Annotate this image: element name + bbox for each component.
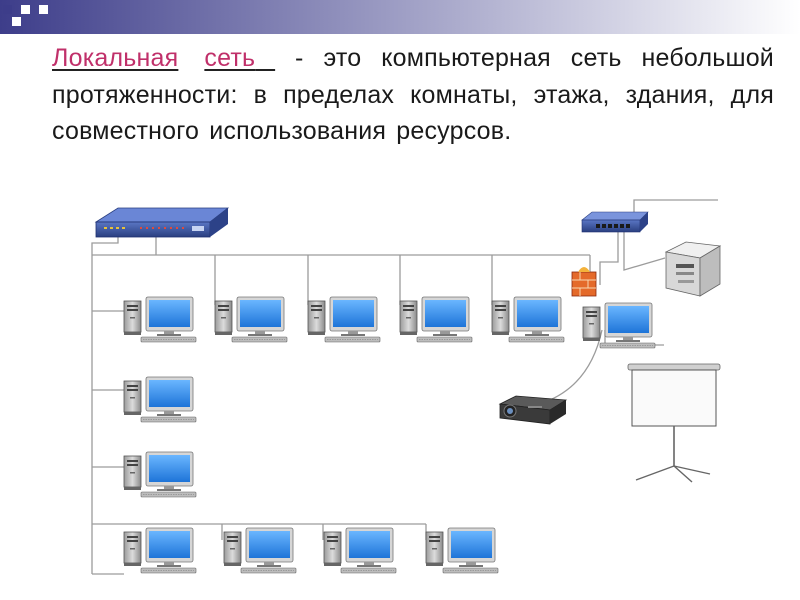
workstation-icon [123,451,197,498]
term-local-network: Локальная сеть [52,44,275,72]
printer-icon [664,241,722,297]
cable [91,237,119,255]
workstation-icon [491,296,565,343]
workstation-icon [214,296,288,343]
header-gradient-bar [0,0,800,34]
term-word-2: сеть [204,44,256,72]
definition-dash: - [275,44,324,72]
firewall-icon [571,267,597,297]
cable [623,232,666,271]
corner-square-dark [3,5,12,14]
slide-header-decoration [0,0,800,34]
cable [544,329,603,403]
definition-body: это компьютерная сеть небольшой протяжен… [52,44,774,145]
term-word-1: Локальная [52,44,179,72]
definition-text: Локальная сеть - это компьютерная сеть не… [52,40,774,150]
workstation-icon [123,376,197,423]
cable [599,232,619,285]
workstation-icon [323,527,397,574]
projection-screen-icon [627,363,721,483]
corner-square-light [12,17,21,26]
projector-icon [498,395,568,425]
server-icon [582,302,656,349]
workstation-icon [399,296,473,343]
workstation-icon [123,527,197,574]
workstation-icon [223,527,297,574]
cable [633,199,718,214]
workstation-icon [307,296,381,343]
workstations [123,296,565,574]
corner-square-light [21,5,30,14]
workstation-icon [425,527,499,574]
switch-icon [94,207,230,238]
workstation-icon [123,296,197,343]
network-cables [91,199,718,575]
local-network-diagram [91,199,722,575]
corner-square-light [39,5,48,14]
hub-icon [581,211,649,233]
